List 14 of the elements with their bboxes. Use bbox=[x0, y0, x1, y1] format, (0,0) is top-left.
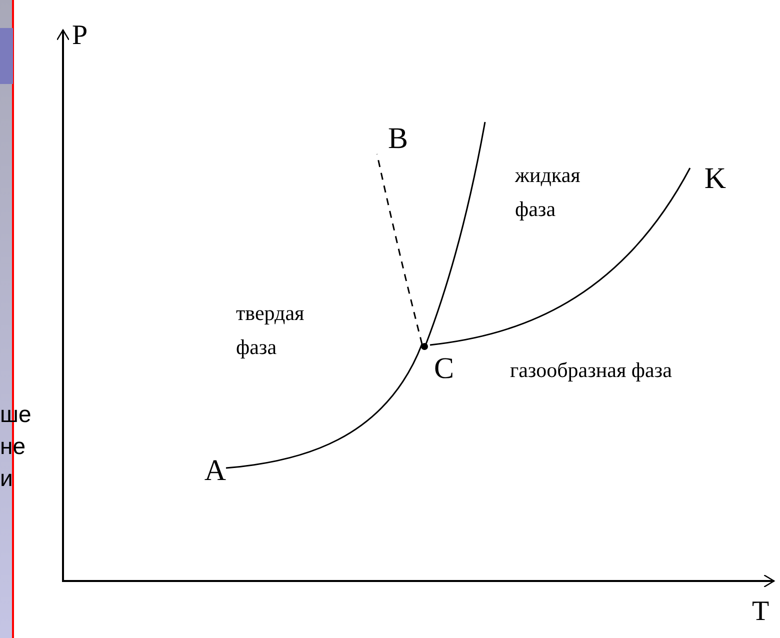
axis-label: P bbox=[72, 22, 88, 50]
point-label: A bbox=[204, 456, 226, 486]
region-label: жидкая фаза bbox=[515, 162, 582, 223]
phase-curve bbox=[226, 344, 423, 469]
point-label: C bbox=[434, 354, 454, 384]
phase-curve bbox=[430, 168, 691, 346]
region-label: газообразная фаза bbox=[510, 357, 673, 384]
phase-curve bbox=[425, 122, 486, 344]
dashed-curve bbox=[376, 154, 423, 344]
axis-label: T bbox=[752, 598, 770, 626]
point-label: B bbox=[388, 124, 408, 154]
text-fragment: и bbox=[0, 467, 13, 490]
point-label: K bbox=[704, 164, 726, 194]
region-label: твердая фаза bbox=[236, 300, 306, 361]
